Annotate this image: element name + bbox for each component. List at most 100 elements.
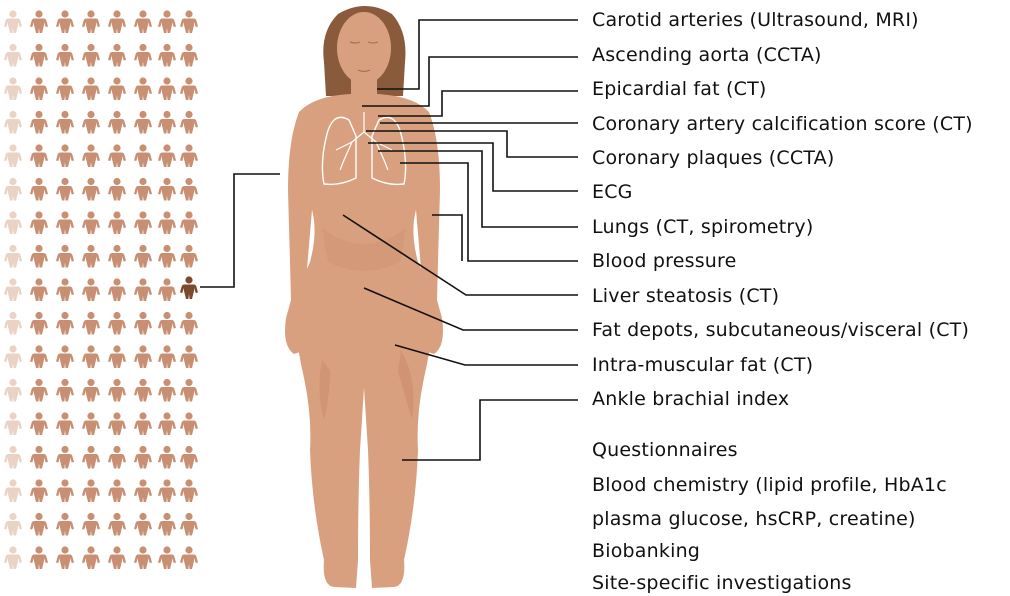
person-icon — [180, 111, 198, 134]
person-icon — [158, 211, 176, 234]
person-icon — [4, 513, 22, 536]
person-icon — [134, 479, 152, 502]
annotation-epicardial-fat: Epicardial fat (CT) — [592, 78, 767, 100]
person-icon — [56, 211, 74, 234]
person-icon — [30, 312, 48, 335]
person-icon — [4, 479, 22, 502]
person-icon — [134, 446, 152, 469]
person-icon — [4, 144, 22, 167]
person-icon — [4, 44, 22, 67]
person-icon — [108, 178, 126, 201]
person-icon — [56, 10, 74, 33]
general-item-site-specific: Site-specific investigations — [592, 572, 852, 594]
person-icon — [82, 278, 100, 301]
person-icon — [158, 379, 176, 402]
person-icon — [56, 245, 74, 268]
person-icon — [108, 479, 126, 502]
person-icon — [134, 312, 152, 335]
person-icon — [4, 446, 22, 469]
person-icon — [134, 513, 152, 536]
person-icon — [30, 77, 48, 100]
person-icon — [30, 513, 48, 536]
person-icon — [158, 546, 176, 569]
person-icon — [56, 479, 74, 502]
person-icon — [30, 211, 48, 234]
annotation-ankle-brachial-index: Ankle brachial index — [592, 388, 789, 410]
person-icon — [4, 312, 22, 335]
person-icon — [134, 144, 152, 167]
study-population-crowd — [4, 10, 198, 569]
annotation-lungs: Lungs (CT, spirometry) — [592, 216, 813, 238]
person-icon — [56, 144, 74, 167]
person-icon — [158, 144, 176, 167]
person-icon — [108, 111, 126, 134]
person-icon — [134, 345, 152, 368]
person-icon — [158, 44, 176, 67]
participant-leader-line — [200, 174, 280, 287]
person-icon — [134, 111, 152, 134]
person-icon — [158, 345, 176, 368]
person-icon — [180, 312, 198, 335]
person-icon — [134, 178, 152, 201]
annotation-fat-depots: Fat depots, subcutaneous/visceral (CT) — [592, 319, 969, 341]
person-icon — [158, 278, 176, 301]
person-icon — [134, 44, 152, 67]
person-icon — [158, 513, 176, 536]
person-icon — [158, 178, 176, 201]
annotation-ecg: ECG — [592, 181, 633, 203]
person-icon — [56, 513, 74, 536]
person-icon — [134, 379, 152, 402]
person-icon — [108, 144, 126, 167]
person-icon — [4, 178, 22, 201]
person-icon — [56, 111, 74, 134]
annotation-coronary-plaques: Coronary plaques (CCTA) — [592, 147, 835, 169]
head-shape — [337, 12, 391, 84]
annotation-blood-pressure: Blood pressure — [592, 250, 737, 272]
person-icon — [108, 546, 126, 569]
person-icon — [180, 479, 198, 502]
person-icon — [180, 546, 198, 569]
person-icon — [82, 546, 100, 569]
person-icon — [134, 412, 152, 435]
person-icon — [4, 10, 22, 33]
person-icon — [158, 10, 176, 33]
person-icon — [180, 513, 198, 536]
person-icon — [4, 211, 22, 234]
person-icon — [56, 77, 74, 100]
person-icon — [180, 245, 198, 268]
human-body-figure — [285, 6, 443, 588]
person-icon — [56, 178, 74, 201]
person-icon — [158, 412, 176, 435]
person-icon — [4, 111, 22, 134]
person-icon — [30, 178, 48, 201]
person-icon — [56, 546, 74, 569]
person-icon — [134, 278, 152, 301]
person-icon — [134, 546, 152, 569]
body-silhouette — [285, 94, 443, 588]
person-icon — [180, 144, 198, 167]
person-icon — [30, 412, 48, 435]
person-icon — [134, 211, 152, 234]
person-icon — [30, 245, 48, 268]
person-icon — [108, 379, 126, 402]
person-icon — [108, 211, 126, 234]
person-icon — [82, 312, 100, 335]
annotation-ascending-aorta: Ascending aorta (CCTA) — [592, 44, 822, 66]
person-icon — [82, 77, 100, 100]
person-icon — [180, 345, 198, 368]
general-item-questionnaires: Questionnaires — [592, 439, 738, 461]
person-icon — [180, 44, 198, 67]
person-icon — [158, 77, 176, 100]
annotation-carotid-arteries: Carotid arteries (Ultrasound, MRI) — [592, 9, 919, 31]
person-icon — [108, 446, 126, 469]
person-icon — [4, 345, 22, 368]
person-icon — [180, 446, 198, 469]
person-icon — [108, 10, 126, 33]
person-icon — [82, 144, 100, 167]
person-icon — [82, 111, 100, 134]
person-icon — [56, 278, 74, 301]
person-icon — [56, 446, 74, 469]
general-item-biobanking: Biobanking — [592, 540, 700, 562]
